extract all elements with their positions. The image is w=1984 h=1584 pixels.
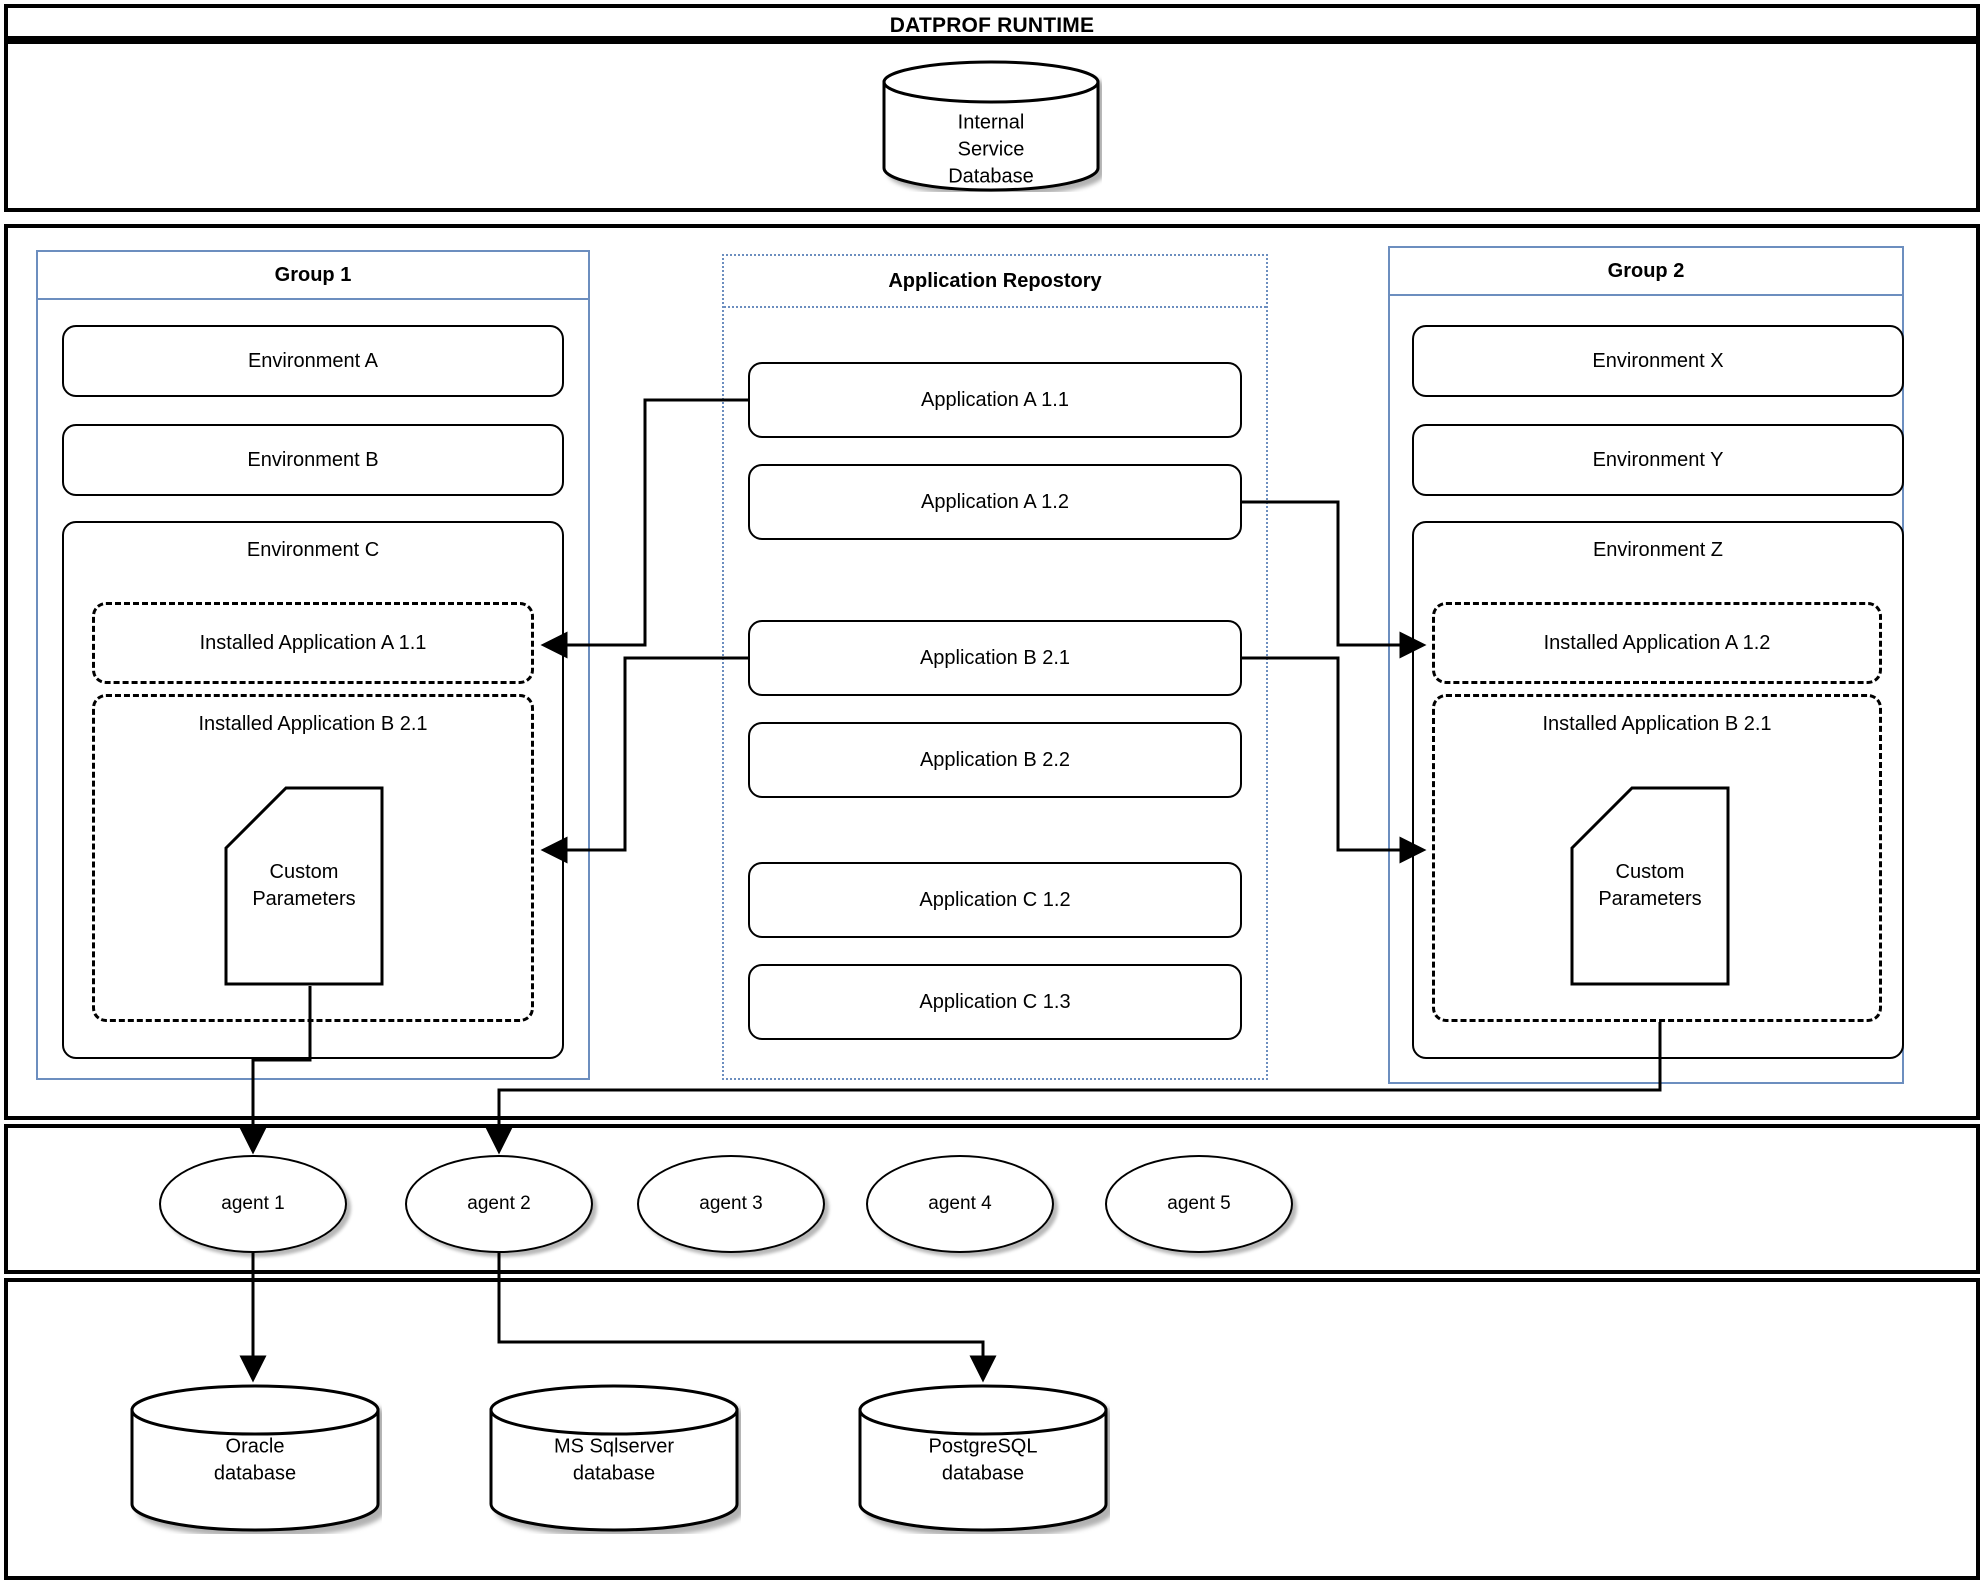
internal-service-db-label: Internal Service Database (948, 111, 1034, 188)
group-1-installed-app-a[interactable]: Installed Application A 1.1 (92, 602, 534, 684)
group-2-custom-parameters[interactable]: Custom Parameters (1570, 786, 1730, 986)
application-label: Application A 1.2 (921, 490, 1069, 513)
group-1-environment-b[interactable]: Environment B (62, 424, 564, 496)
environment-label: Environment A (247, 349, 379, 372)
repo-application-b-2-2[interactable]: Application B 2.2 (748, 722, 1242, 798)
agent-label: agent 2 (467, 1193, 531, 1214)
environment-label: Environment Z (1592, 539, 1724, 561)
database-label: PostgreSQL database (928, 1435, 1038, 1485)
agent-1[interactable]: agent 1 (159, 1155, 347, 1253)
agent-label: agent 1 (221, 1193, 285, 1214)
environment-label: Environment X (1592, 349, 1724, 372)
application-label: Application B 2.2 (919, 748, 1071, 771)
group-1-environment-a[interactable]: Environment A (62, 325, 564, 397)
environment-label: Environment B (247, 448, 379, 471)
environment-label: Environment C (246, 539, 380, 561)
repo-application-a-1-1[interactable]: Application A 1.1 (748, 362, 1242, 438)
repo-application-b-2-1[interactable]: Application B 2.1 (748, 620, 1242, 696)
environment-label: Environment Y (1592, 448, 1724, 471)
internal-service-database: Internal Service Database (880, 60, 1102, 192)
installed-app-label: Installed Application A 1.1 (199, 631, 427, 654)
postgresql-database[interactable]: PostgreSQL database (856, 1384, 1110, 1532)
database-label: Oracle database (213, 1435, 297, 1485)
document-cut-corner-icon (1570, 786, 1730, 986)
agent-label: agent 5 (1167, 1193, 1231, 1214)
group-2-installed-app-b[interactable]: Installed Application B 2.1 (1432, 694, 1882, 1022)
database-cylinder-icon (489, 1384, 739, 1532)
agent-5[interactable]: agent 5 (1105, 1155, 1293, 1253)
oracle-database[interactable]: Oracle database (128, 1384, 382, 1532)
agent-label: agent 3 (699, 1193, 763, 1214)
application-label: Application A 1.1 (921, 388, 1069, 411)
agent-2[interactable]: agent 2 (405, 1155, 593, 1253)
application-label: Application C 1.3 (919, 990, 1071, 1013)
application-label: Application B 2.1 (919, 646, 1071, 669)
database-label: MS Sqlserver database (553, 1435, 675, 1485)
ms-sqlserver-database[interactable]: MS Sqlserver database (487, 1384, 741, 1532)
database-cylinder-icon (130, 1384, 380, 1532)
title-band: DATPROF RUNTIME (4, 4, 1980, 40)
group-1-title: Group 1 (38, 252, 588, 300)
agent-3[interactable]: agent 3 (637, 1155, 825, 1253)
installed-app-label: Installed Application B 2.1 (198, 713, 428, 735)
document-cut-corner-icon (224, 786, 384, 986)
agent-4[interactable]: agent 4 (866, 1155, 1054, 1253)
page-title: DATPROF RUNTIME (889, 14, 1095, 37)
group-2-environment-y[interactable]: Environment Y (1412, 424, 1904, 496)
application-label: Application C 1.2 (919, 888, 1071, 911)
group-2-title: Group 2 (1390, 248, 1902, 296)
repo-application-c-1-3[interactable]: Application C 1.3 (748, 964, 1242, 1040)
database-cylinder-icon (882, 60, 1100, 192)
custom-parameters-label: Custom Parameters (252, 861, 356, 910)
installed-app-label: Installed Application A 1.2 (1543, 631, 1771, 654)
repo-application-c-1-2[interactable]: Application C 1.2 (748, 862, 1242, 938)
repo-application-a-1-2[interactable]: Application A 1.2 (748, 464, 1242, 540)
application-repository-title: Application Repostory (724, 256, 1266, 308)
group-2-installed-app-a[interactable]: Installed Application A 1.2 (1432, 602, 1882, 684)
group-1-custom-parameters[interactable]: Custom Parameters (224, 786, 384, 986)
group-2-environment-x[interactable]: Environment X (1412, 325, 1904, 397)
agent-label: agent 4 (928, 1193, 992, 1214)
custom-parameters-label: Custom Parameters (1598, 861, 1702, 910)
installed-app-label: Installed Application B 2.1 (1542, 713, 1772, 735)
database-cylinder-icon (858, 1384, 1108, 1532)
group-1-installed-app-b[interactable]: Installed Application B 2.1 (92, 694, 534, 1022)
